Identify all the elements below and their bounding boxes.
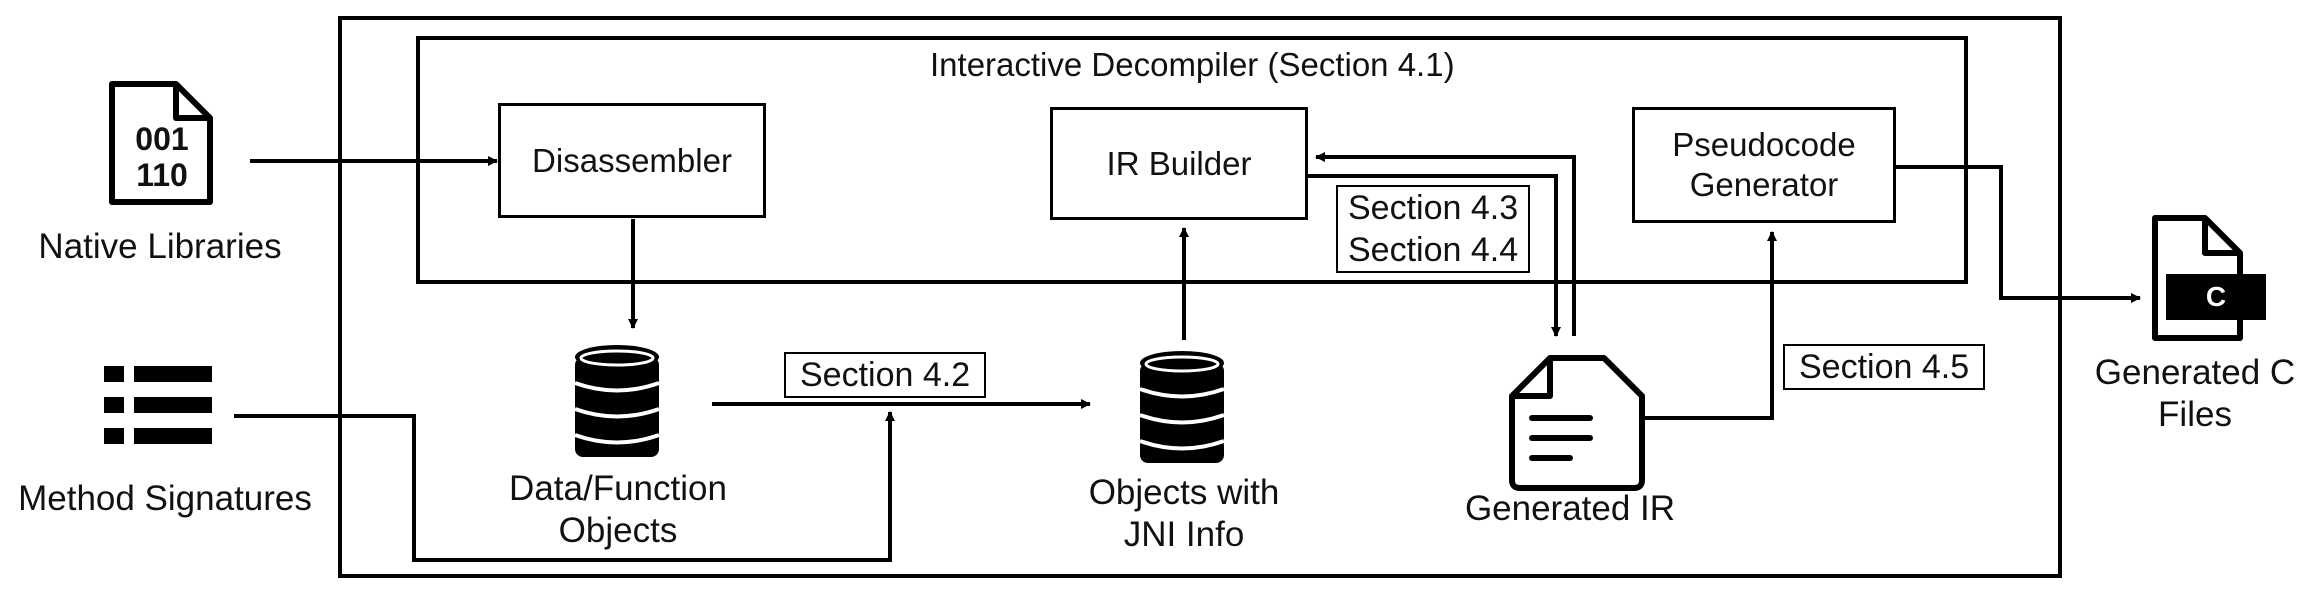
data-objects-line2: Objects <box>558 511 678 550</box>
data-objects-label: Data/Function Objects <box>468 468 768 552</box>
method-signatures-label: Method Signatures <box>18 479 312 518</box>
generated-c-line2: Files <box>2158 395 2232 434</box>
binary-line-1: 001 <box>135 121 189 157</box>
ir-builder-label: IR Builder <box>1106 144 1252 182</box>
c-badge-label: C <box>2205 281 2227 312</box>
arrow-signatures-to-merge <box>234 411 895 562</box>
section-4-3-label: Section 4.3 <box>1348 189 1519 227</box>
arrow-ir-feedback-to-builder <box>1315 152 1576 336</box>
generated-c-line1: Generated C <box>2094 353 2296 392</box>
arrow-ir-to-pseudocode <box>1644 231 1777 420</box>
section-4-5-tag: Section 4.5 <box>1783 344 1986 390</box>
binary-file-icon <box>109 81 213 205</box>
section-4-4-label: Section 4.4 <box>1348 231 1519 269</box>
jni-objects-line1: Objects with <box>1088 473 1280 512</box>
native-libraries-label: Native Libraries <box>38 227 282 266</box>
data-objects-line1: Data/Function <box>509 469 727 508</box>
arrow-pseudocode-to-c <box>1895 165 2141 303</box>
generated-ir-label: Generated IR <box>1464 489 1676 528</box>
document-icon <box>1509 355 1645 491</box>
arrow-ir-builder-to-ir <box>1308 174 1561 337</box>
section-4-2-tag: Section 4.2 <box>784 352 987 398</box>
decompiler-title: Interactive Decompiler (Section 4.1) <box>930 46 1455 83</box>
pseudocode-label-line2: Generator <box>1689 166 1839 203</box>
list-icon <box>104 366 212 444</box>
c-file-icon <box>2152 215 2266 341</box>
binary-line-2: 110 <box>136 157 188 193</box>
ir-builder-box: IR Builder <box>1050 107 1308 220</box>
jni-objects-line2: JNI Info <box>1123 515 1245 554</box>
data-objects-database-icon <box>574 345 660 457</box>
disassembler-box: Disassembler <box>498 103 766 218</box>
pseudocode-label-line1: Pseudocode <box>1672 126 1856 163</box>
jni-objects-label: Objects with JNI Info <box>1034 472 1334 556</box>
generated-c-label: Generated C Files <box>2070 352 2320 436</box>
jni-objects-database-icon <box>1139 351 1225 463</box>
pseudocode-generator-box: Pseudocode Generator <box>1632 107 1896 223</box>
disassembler-label: Disassembler <box>532 141 732 179</box>
section-4-3-4-4-tag: Section 4.3 Section 4.4 <box>1336 185 1531 273</box>
